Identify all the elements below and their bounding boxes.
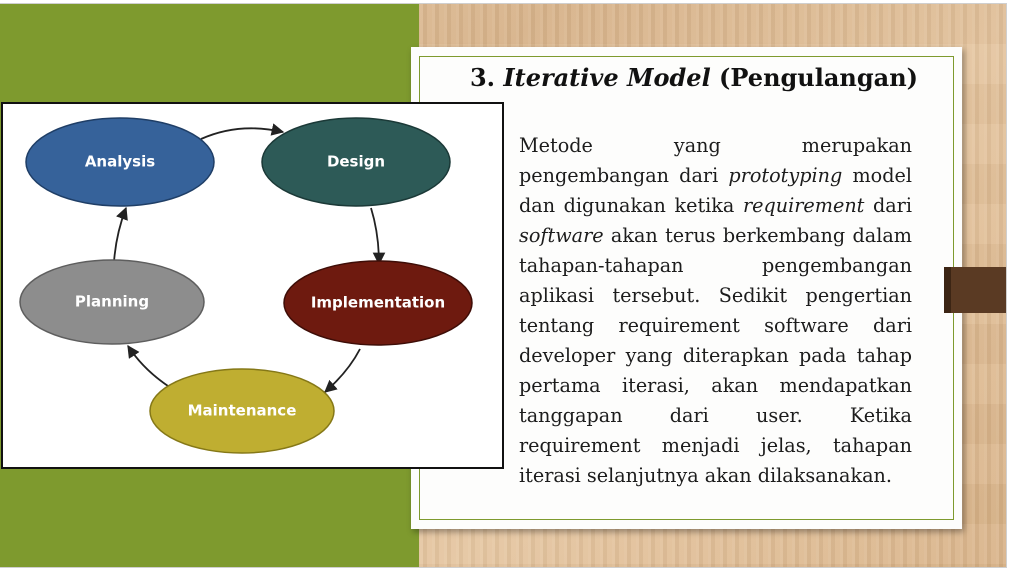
paragraph-text: Metode yang merupakan pengembangan dari bbox=[519, 134, 912, 187]
node-design bbox=[261, 117, 451, 207]
node-implementation-label: Implementation bbox=[311, 294, 445, 312]
paragraph-term: prototyping bbox=[728, 164, 843, 187]
node-planning bbox=[19, 259, 205, 345]
iterative-model-diagram: Analysis Design Implementation Planning … bbox=[1, 102, 504, 469]
side-tab bbox=[944, 267, 1006, 313]
title-rest: (Pengulangan) bbox=[719, 63, 919, 92]
node-maintenance-label: Maintenance bbox=[188, 402, 297, 420]
paragraph-term: requirement bbox=[742, 194, 865, 217]
node-planning-label: Planning bbox=[75, 293, 149, 311]
paragraph-term: software bbox=[519, 224, 604, 247]
node-analysis bbox=[25, 117, 215, 207]
arrow-implementation-to-maintenance bbox=[324, 348, 361, 393]
title-italic: Iterative Model bbox=[503, 63, 711, 92]
title-number: 3. bbox=[469, 63, 496, 92]
paragraph-text: akan terus berkembang dalam tahapan-taha… bbox=[519, 224, 912, 487]
paragraph-text: model dan digunakan ketika bbox=[519, 164, 913, 217]
node-implementation bbox=[283, 260, 473, 346]
paragraph-text: dari bbox=[864, 194, 912, 217]
diagram-svg: Analysis Design Implementation Planning … bbox=[19, 117, 473, 454]
body-paragraph: Metode yang merupakan pengembangan dari … bbox=[519, 131, 912, 491]
slide-title: 3. Iterative Model (Pengulangan) bbox=[411, 63, 977, 92]
arrow-analysis-to-design bbox=[200, 123, 285, 140]
arrow-planning-to-analysis bbox=[113, 206, 128, 263]
node-maintenance bbox=[149, 368, 335, 454]
arrow-maintenance-to-planning bbox=[127, 344, 169, 387]
node-design-label: Design bbox=[327, 153, 385, 171]
arrow-design-to-implementation bbox=[370, 207, 386, 266]
node-analysis-label: Analysis bbox=[85, 153, 155, 171]
